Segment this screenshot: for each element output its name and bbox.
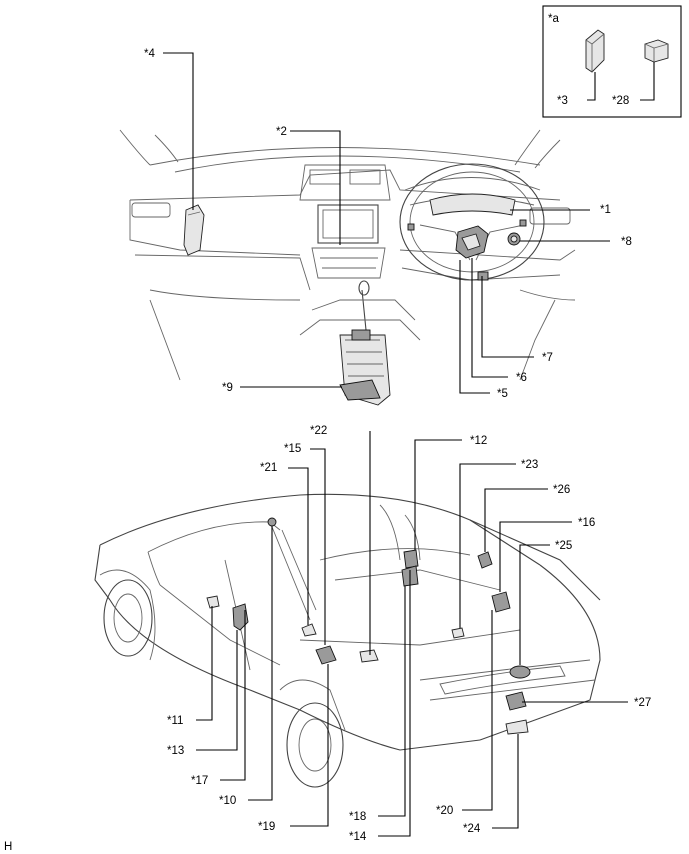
callout-24: *24	[463, 823, 481, 835]
callout-3: *3	[557, 95, 568, 107]
callout-4: *4	[144, 48, 155, 60]
inset-frame	[542, 5, 682, 118]
callout-10: *10	[219, 795, 236, 807]
part-16	[491, 591, 511, 613]
callout-13: *13	[167, 745, 184, 757]
part-23	[451, 627, 465, 639]
callout-25: *25	[555, 540, 572, 552]
part-24	[505, 719, 529, 735]
callout-26: *26	[553, 484, 570, 496]
callout-2: *2	[276, 126, 287, 138]
callout-6: *6	[516, 372, 527, 384]
callout-21: *21	[260, 462, 277, 474]
part-12	[403, 549, 419, 569]
callout-17: *17	[191, 775, 208, 787]
callout-7: *7	[542, 352, 553, 364]
callout-23: *23	[521, 459, 538, 471]
dashboard-illustration	[119, 129, 576, 406]
callout-16: *16	[578, 517, 595, 529]
callout-18: *18	[349, 811, 366, 823]
part-21	[301, 623, 317, 637]
part-11	[206, 595, 220, 609]
callout-1: *1	[600, 204, 611, 216]
part-22	[359, 649, 379, 663]
callout-5: *5	[497, 388, 508, 400]
inset-box: *a *3 *28	[542, 5, 682, 118]
callout-9: *9	[222, 382, 233, 394]
callout-20: *20	[436, 805, 453, 817]
part-19	[315, 645, 337, 665]
inset-module-28	[644, 39, 669, 63]
callout-8: *8	[621, 236, 632, 248]
part-10	[267, 517, 277, 527]
callout-28: *28	[612, 95, 629, 107]
callout-12: *12	[470, 435, 487, 447]
callout-27: *27	[634, 697, 651, 709]
steering-pad-sensor	[477, 271, 489, 281]
car-illustration	[94, 493, 601, 788]
callout-19: *19	[258, 821, 275, 833]
callout-labels: *4 *2 *1 *8 *7 *6 *5 *9 *22 *12 *15 *21 …	[4, 48, 651, 853]
callout-15: *15	[284, 443, 301, 455]
inset-label: *a	[548, 13, 559, 25]
top-leaders	[163, 52, 610, 394]
center-console-module	[339, 329, 391, 406]
callout-22: *22	[310, 425, 327, 437]
callout-11: *11	[167, 715, 183, 727]
inset-module-3	[585, 29, 605, 73]
part-25	[509, 665, 531, 679]
callout-14: *14	[349, 831, 367, 843]
part-27	[505, 691, 527, 711]
part-13	[232, 603, 249, 631]
bottom-leaders	[196, 431, 628, 837]
steering-airbag	[429, 193, 516, 216]
side-module-4	[183, 204, 205, 256]
corner-mark: H	[4, 841, 12, 853]
part-26	[477, 551, 493, 569]
